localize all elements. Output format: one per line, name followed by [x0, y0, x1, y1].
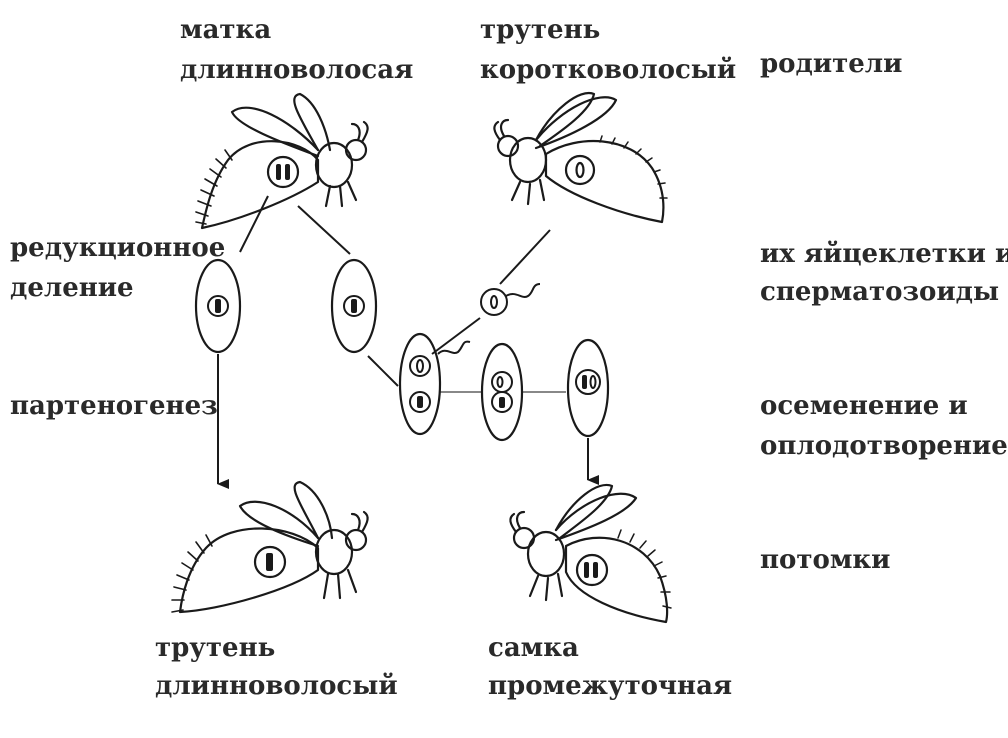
diploid-zygote: [566, 338, 610, 438]
fertilized-egg: [398, 332, 471, 436]
parthenogenesis-label: партеногенез: [10, 391, 218, 421]
drone-offspring-chromosome: [266, 553, 273, 571]
sperm-cell: [480, 283, 541, 316]
female-offspring-bee-illustration: [509, 483, 672, 624]
reduction-label-line1: редукционное: [10, 233, 225, 263]
reduction-label-line2: деление: [10, 273, 134, 303]
female-offspring-label-line2: промежуточная: [488, 671, 732, 701]
drone-parent-chromosome: [575, 161, 585, 179]
gametes-label-line2: сперматозоиды: [760, 277, 999, 307]
drone-parent-label-line2: коротковолосый: [480, 55, 736, 85]
drone-parent-bee-illustration: [493, 91, 668, 224]
row-label-parents: родители: [760, 49, 902, 79]
female-offspring-chromosome-pair: [584, 562, 598, 578]
fusing-zygote: [480, 342, 524, 442]
drone-offspring-bee-illustration: [171, 480, 369, 614]
gametes-label-line1: их яйцеклетки и: [760, 239, 1008, 269]
queen-chromosome-pair: [276, 164, 290, 180]
lineage-lines: [239, 195, 566, 393]
row-label-offspring: потомки: [760, 545, 890, 575]
egg-cell-left: [194, 258, 242, 354]
queen-bee-illustration: [195, 92, 369, 230]
drone-parent-label-line1: трутень: [480, 15, 600, 45]
female-offspring-label-line1: самка: [488, 633, 579, 663]
egg-cell-right: [330, 258, 378, 354]
queen-label-line2: длинноволосая: [180, 55, 413, 85]
drone-offspring-label-line1: трутень: [155, 633, 275, 663]
insemination-label-line2: оплодотворение: [760, 431, 1008, 461]
drone-offspring-label-line2: длинноволосый: [155, 671, 398, 701]
queen-label-line1: матка: [180, 15, 271, 45]
insemination-label-line1: осеменение и: [760, 391, 968, 421]
